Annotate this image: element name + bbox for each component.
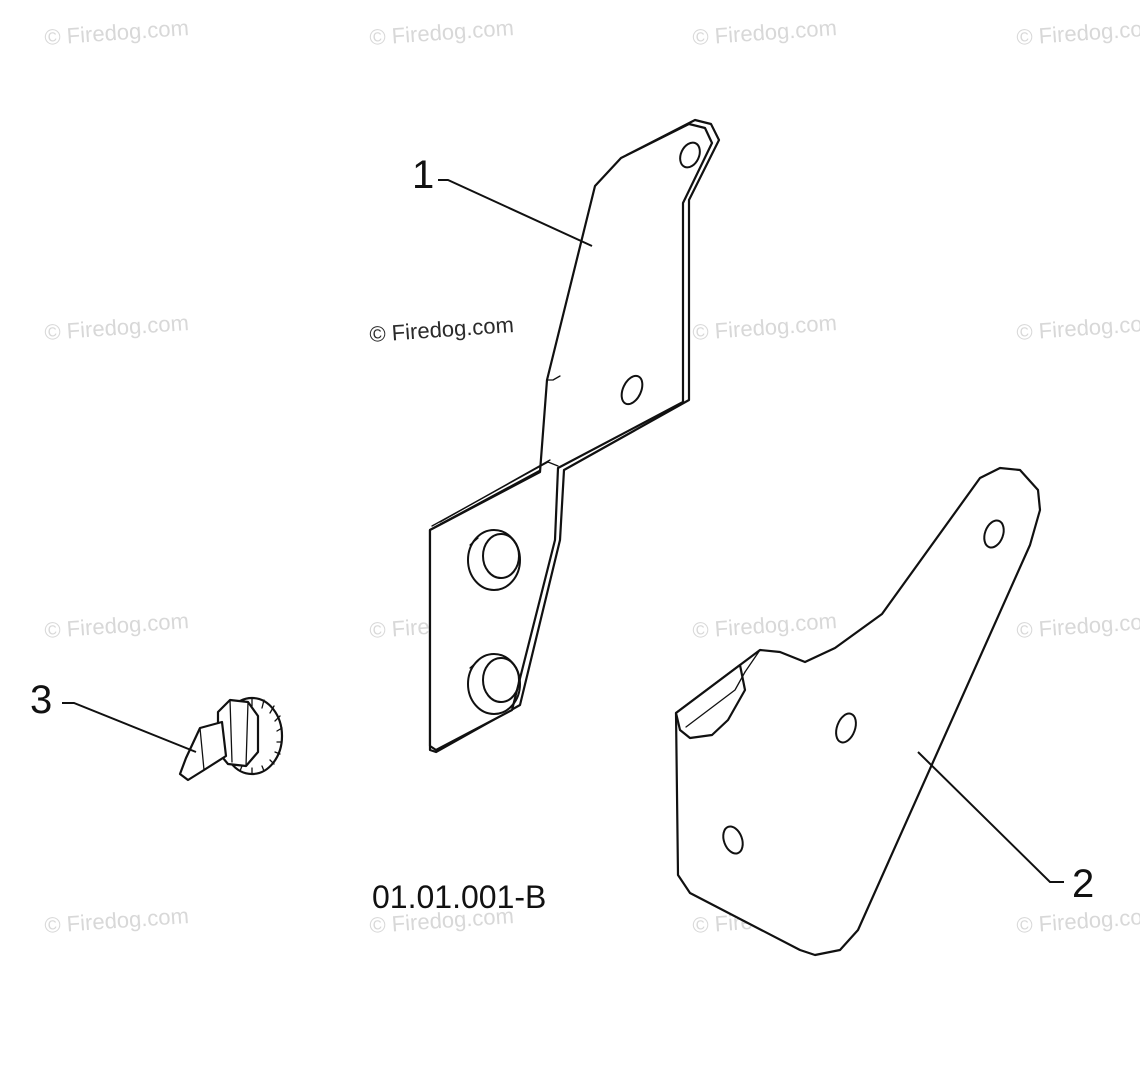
- part-2-flange-crease: [685, 671, 746, 728]
- part-2-hole: [722, 825, 744, 855]
- leader-line-3: [62, 702, 197, 753]
- part-2-flange-edge: [744, 649, 761, 673]
- part-2-hole: [983, 519, 1005, 549]
- part-2-flange: [674, 663, 747, 740]
- part-1-bend-upper: [546, 375, 561, 381]
- part-1-bushing-inner: [482, 657, 520, 703]
- part-2-hole: [835, 712, 857, 744]
- part-1-hole: [679, 141, 701, 169]
- callout-1: 1: [412, 153, 434, 197]
- part-3-serrations: [231, 697, 283, 775]
- part-1-face: [428, 122, 714, 752]
- watermark-text: © Firedog.com: [369, 15, 515, 50]
- part-1-hole: [620, 374, 644, 406]
- part-3-shank: [178, 720, 228, 782]
- watermark-text: © Firedog.com: [1016, 608, 1140, 643]
- watermark-text: © Firedog.com: [44, 903, 190, 938]
- figure-code: 01.01.001-B: [372, 879, 546, 915]
- callout-3: 3: [30, 678, 52, 722]
- part-3-shank-edge: [199, 727, 205, 771]
- part-2-face: [674, 466, 1042, 957]
- part-2-bracket: [674, 466, 1042, 957]
- watermark-dark-text: © Firedog.com: [369, 312, 515, 347]
- part-1-bushing-outer: [467, 653, 521, 715]
- callout-2: 2: [1072, 862, 1094, 906]
- part-3-screw: [178, 696, 284, 782]
- part-1-bracket: [428, 118, 721, 754]
- leader-line-2: [917, 751, 1064, 883]
- leader-line-1: [438, 179, 593, 247]
- watermark-text: © Firedog.com: [1016, 310, 1140, 345]
- watermark-text: © Firedog.com: [692, 15, 838, 50]
- part-1-bushing-edge: [469, 660, 479, 669]
- watermark-text: © Firedog.com: [692, 310, 838, 345]
- part-3-hex-edges: [229, 699, 249, 767]
- watermark-text: © Firedog.com: [692, 608, 838, 643]
- part-1-bushing-edge: [469, 537, 479, 546]
- watermark-text: © Firedog.com: [1016, 15, 1140, 50]
- part-1-bushing-inner: [482, 533, 520, 579]
- watermark-text: © Firedog.com: [1016, 903, 1140, 938]
- watermark-text: © Firedog.com: [44, 310, 190, 345]
- watermark-text: © Firedog.com: [44, 608, 190, 643]
- part-1-bushing-outer: [467, 529, 521, 591]
- watermark-text: © Firedog.com: [44, 15, 190, 50]
- part-1-bend-lower-2: [439, 459, 551, 523]
- watermark-layer: © Firedog.com © Firedog.com © Firedog.co…: [44, 15, 1140, 938]
